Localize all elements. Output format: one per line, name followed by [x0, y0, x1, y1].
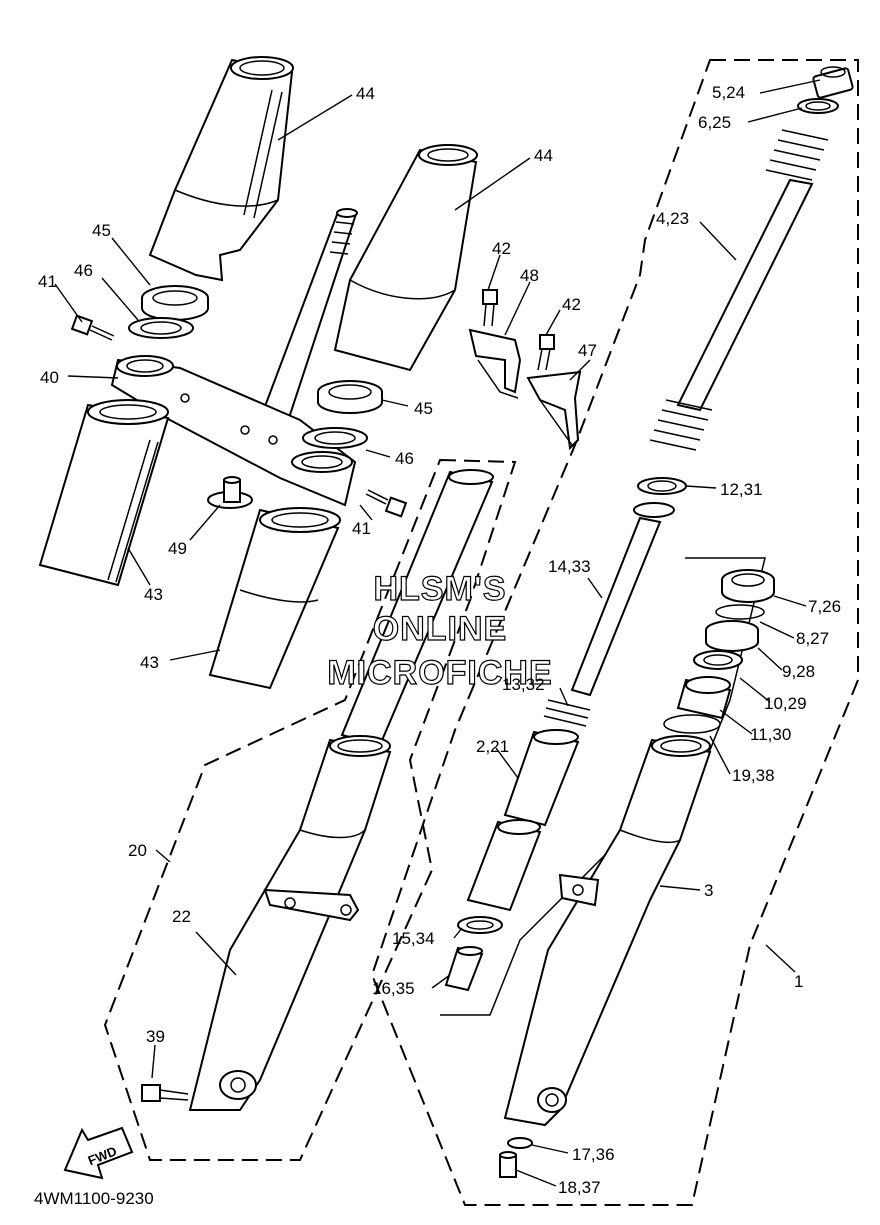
callout-16-35: 16,35	[372, 979, 415, 998]
watermark-line-1: HLSM'S	[373, 570, 506, 608]
callout-15-34: 15,34	[392, 929, 435, 948]
diagram-code: 4WM1100-9230	[34, 1189, 154, 1208]
watermark-line-3: MICROFICHE	[327, 654, 552, 692]
fork-cover-44-right	[333, 144, 478, 372]
seal-rings-left	[128, 285, 209, 339]
collar-49	[207, 476, 253, 509]
fwd-arrow-icon: FWD	[63, 1126, 134, 1180]
fork-cover-44-left	[148, 56, 294, 282]
callout-4-23: 4,23	[656, 209, 689, 228]
callout-45a: 45	[92, 221, 111, 240]
washer-17	[507, 1137, 533, 1149]
bush-lower	[466, 819, 542, 912]
seal-rings-right	[302, 380, 383, 449]
callout-39: 39	[146, 1027, 165, 1046]
callout-8-27: 8,27	[796, 629, 829, 648]
callout-2-21: 2,21	[476, 737, 509, 756]
callout-9-28: 9,28	[782, 662, 815, 681]
callout-46a: 46	[74, 261, 93, 280]
callout-14-33: 14,33	[548, 557, 591, 576]
callout-44a: 44	[356, 84, 375, 103]
callout-48: 48	[520, 266, 539, 285]
spring-4	[649, 129, 829, 451]
bolt-39	[141, 1084, 189, 1102]
callout-1: 1	[794, 972, 803, 991]
callout-41a: 41	[38, 272, 57, 291]
washer-12	[637, 477, 687, 495]
bracket-47	[526, 370, 582, 451]
washer-15	[457, 916, 503, 934]
spring-13	[543, 699, 591, 727]
callout-5-24: 5,24	[712, 83, 745, 102]
bolt-42-left	[482, 289, 498, 327]
leader-lines	[54, 79, 821, 1187]
callout-49: 49	[168, 539, 187, 558]
callout-18-37: 18,37	[558, 1178, 601, 1197]
callout-19-38: 19,38	[732, 766, 775, 785]
outer-tube-22	[188, 735, 392, 1111]
callout-labels: 44 44 45 46 41 40 42 48 42 47 45 46 41 4…	[38, 83, 841, 1197]
callout-43b: 43	[140, 653, 159, 672]
watermark: HLSM'S ONLINE MICROFICHE	[327, 569, 553, 692]
callout-17-36: 17,36	[572, 1145, 615, 1164]
callout-42a: 42	[492, 239, 511, 258]
seal-set	[663, 569, 775, 734]
callout-11-30: 11,30	[750, 725, 791, 744]
bracket-48	[468, 328, 522, 399]
callout-46b: 46	[395, 449, 414, 468]
callout-40: 40	[40, 368, 59, 387]
bolt-18	[499, 1151, 517, 1178]
callout-3: 3	[704, 881, 713, 900]
callout-13-32: 13,32	[502, 675, 545, 694]
callout-20: 20	[128, 841, 147, 860]
callout-22: 22	[172, 907, 191, 926]
callout-43a: 43	[144, 585, 163, 604]
callout-47: 47	[578, 341, 597, 360]
outer-tube-3	[503, 735, 712, 1127]
o-ring-6	[797, 98, 839, 114]
damper-rod-14	[570, 502, 675, 697]
callout-42b: 42	[562, 295, 581, 314]
callout-6-25: 6,25	[698, 113, 731, 132]
bolt-41-right	[365, 489, 408, 518]
callout-12-31: 12,31	[720, 480, 763, 499]
under-bracket-40	[110, 355, 357, 507]
bolt-41-left	[70, 314, 115, 341]
callout-45b: 45	[414, 399, 433, 418]
callout-7-26: 7,26	[808, 597, 841, 616]
callout-10-29: 10,29	[764, 694, 807, 713]
fork-cover-43-middle	[208, 507, 341, 690]
guide-2	[503, 729, 580, 827]
bolt-42-right	[537, 334, 555, 371]
callout-44b: 44	[534, 146, 553, 165]
lock-piece-16	[444, 946, 484, 992]
cap-bolt-5	[812, 66, 854, 99]
callout-41b: 41	[352, 519, 371, 538]
watermark-line-2: ONLINE	[373, 610, 507, 648]
fork-cover-43-left	[38, 399, 170, 587]
